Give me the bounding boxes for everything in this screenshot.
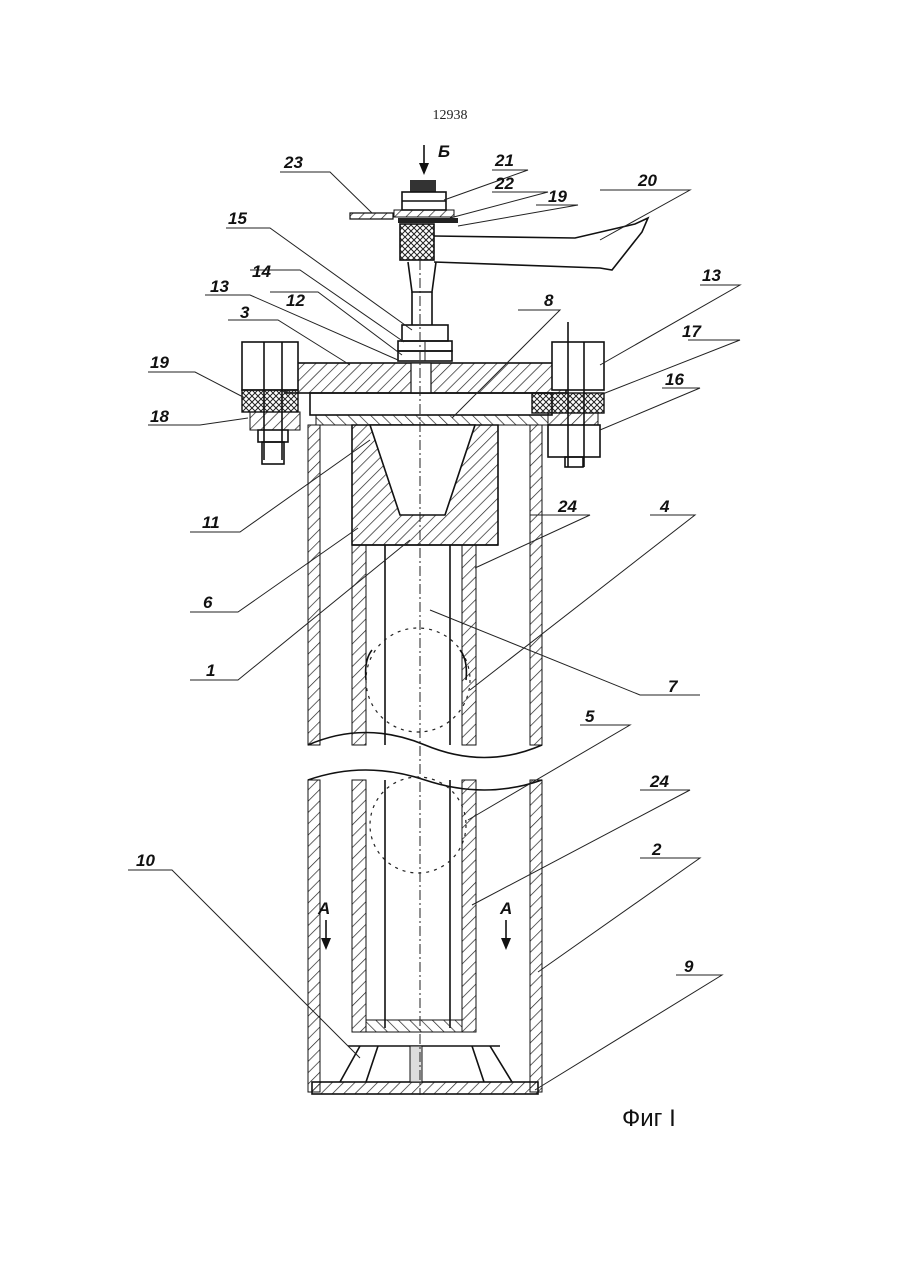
label-11: 11	[202, 513, 220, 532]
label-6: 6	[203, 593, 213, 612]
leader-lines	[128, 170, 740, 1090]
spindle-nut-stack	[398, 292, 452, 361]
label-13-right: 13	[702, 266, 721, 285]
label-8: 8	[544, 291, 554, 310]
label-19-left: 19	[150, 353, 169, 372]
label-13-left: 13	[210, 277, 229, 296]
inner-cone-block	[352, 425, 498, 545]
label-A-left: A	[317, 899, 330, 918]
label-17: 17	[682, 322, 702, 341]
inner-tube-upper	[352, 545, 476, 745]
label-12: 12	[286, 291, 305, 310]
label-9: 9	[684, 957, 694, 976]
label-22: 22	[494, 174, 514, 193]
label-19-top: 19	[548, 187, 567, 206]
section-arrows	[321, 920, 511, 950]
figure-caption: Фиг I	[622, 1105, 676, 1133]
label-20: 20	[637, 171, 657, 190]
label-B: Б	[438, 142, 450, 161]
inner-tube-lower	[340, 777, 512, 1082]
label-18: 18	[150, 407, 169, 426]
label-21: 21	[494, 151, 514, 170]
label-16: 16	[665, 370, 684, 389]
label-23: 23	[283, 153, 303, 172]
label-1: 1	[206, 661, 215, 680]
label-24-top: 24	[557, 497, 577, 516]
label-10: 10	[136, 851, 155, 870]
label-7: 7	[668, 677, 679, 696]
label-5: 5	[585, 707, 595, 726]
label-4: 4	[659, 497, 670, 516]
label-A-right: A	[499, 899, 512, 918]
label-3: 3	[240, 303, 250, 322]
label-15: 15	[228, 209, 247, 228]
label-24-bottom: 24	[649, 772, 669, 791]
label-2: 2	[651, 840, 662, 859]
label-14: 14	[252, 262, 271, 281]
